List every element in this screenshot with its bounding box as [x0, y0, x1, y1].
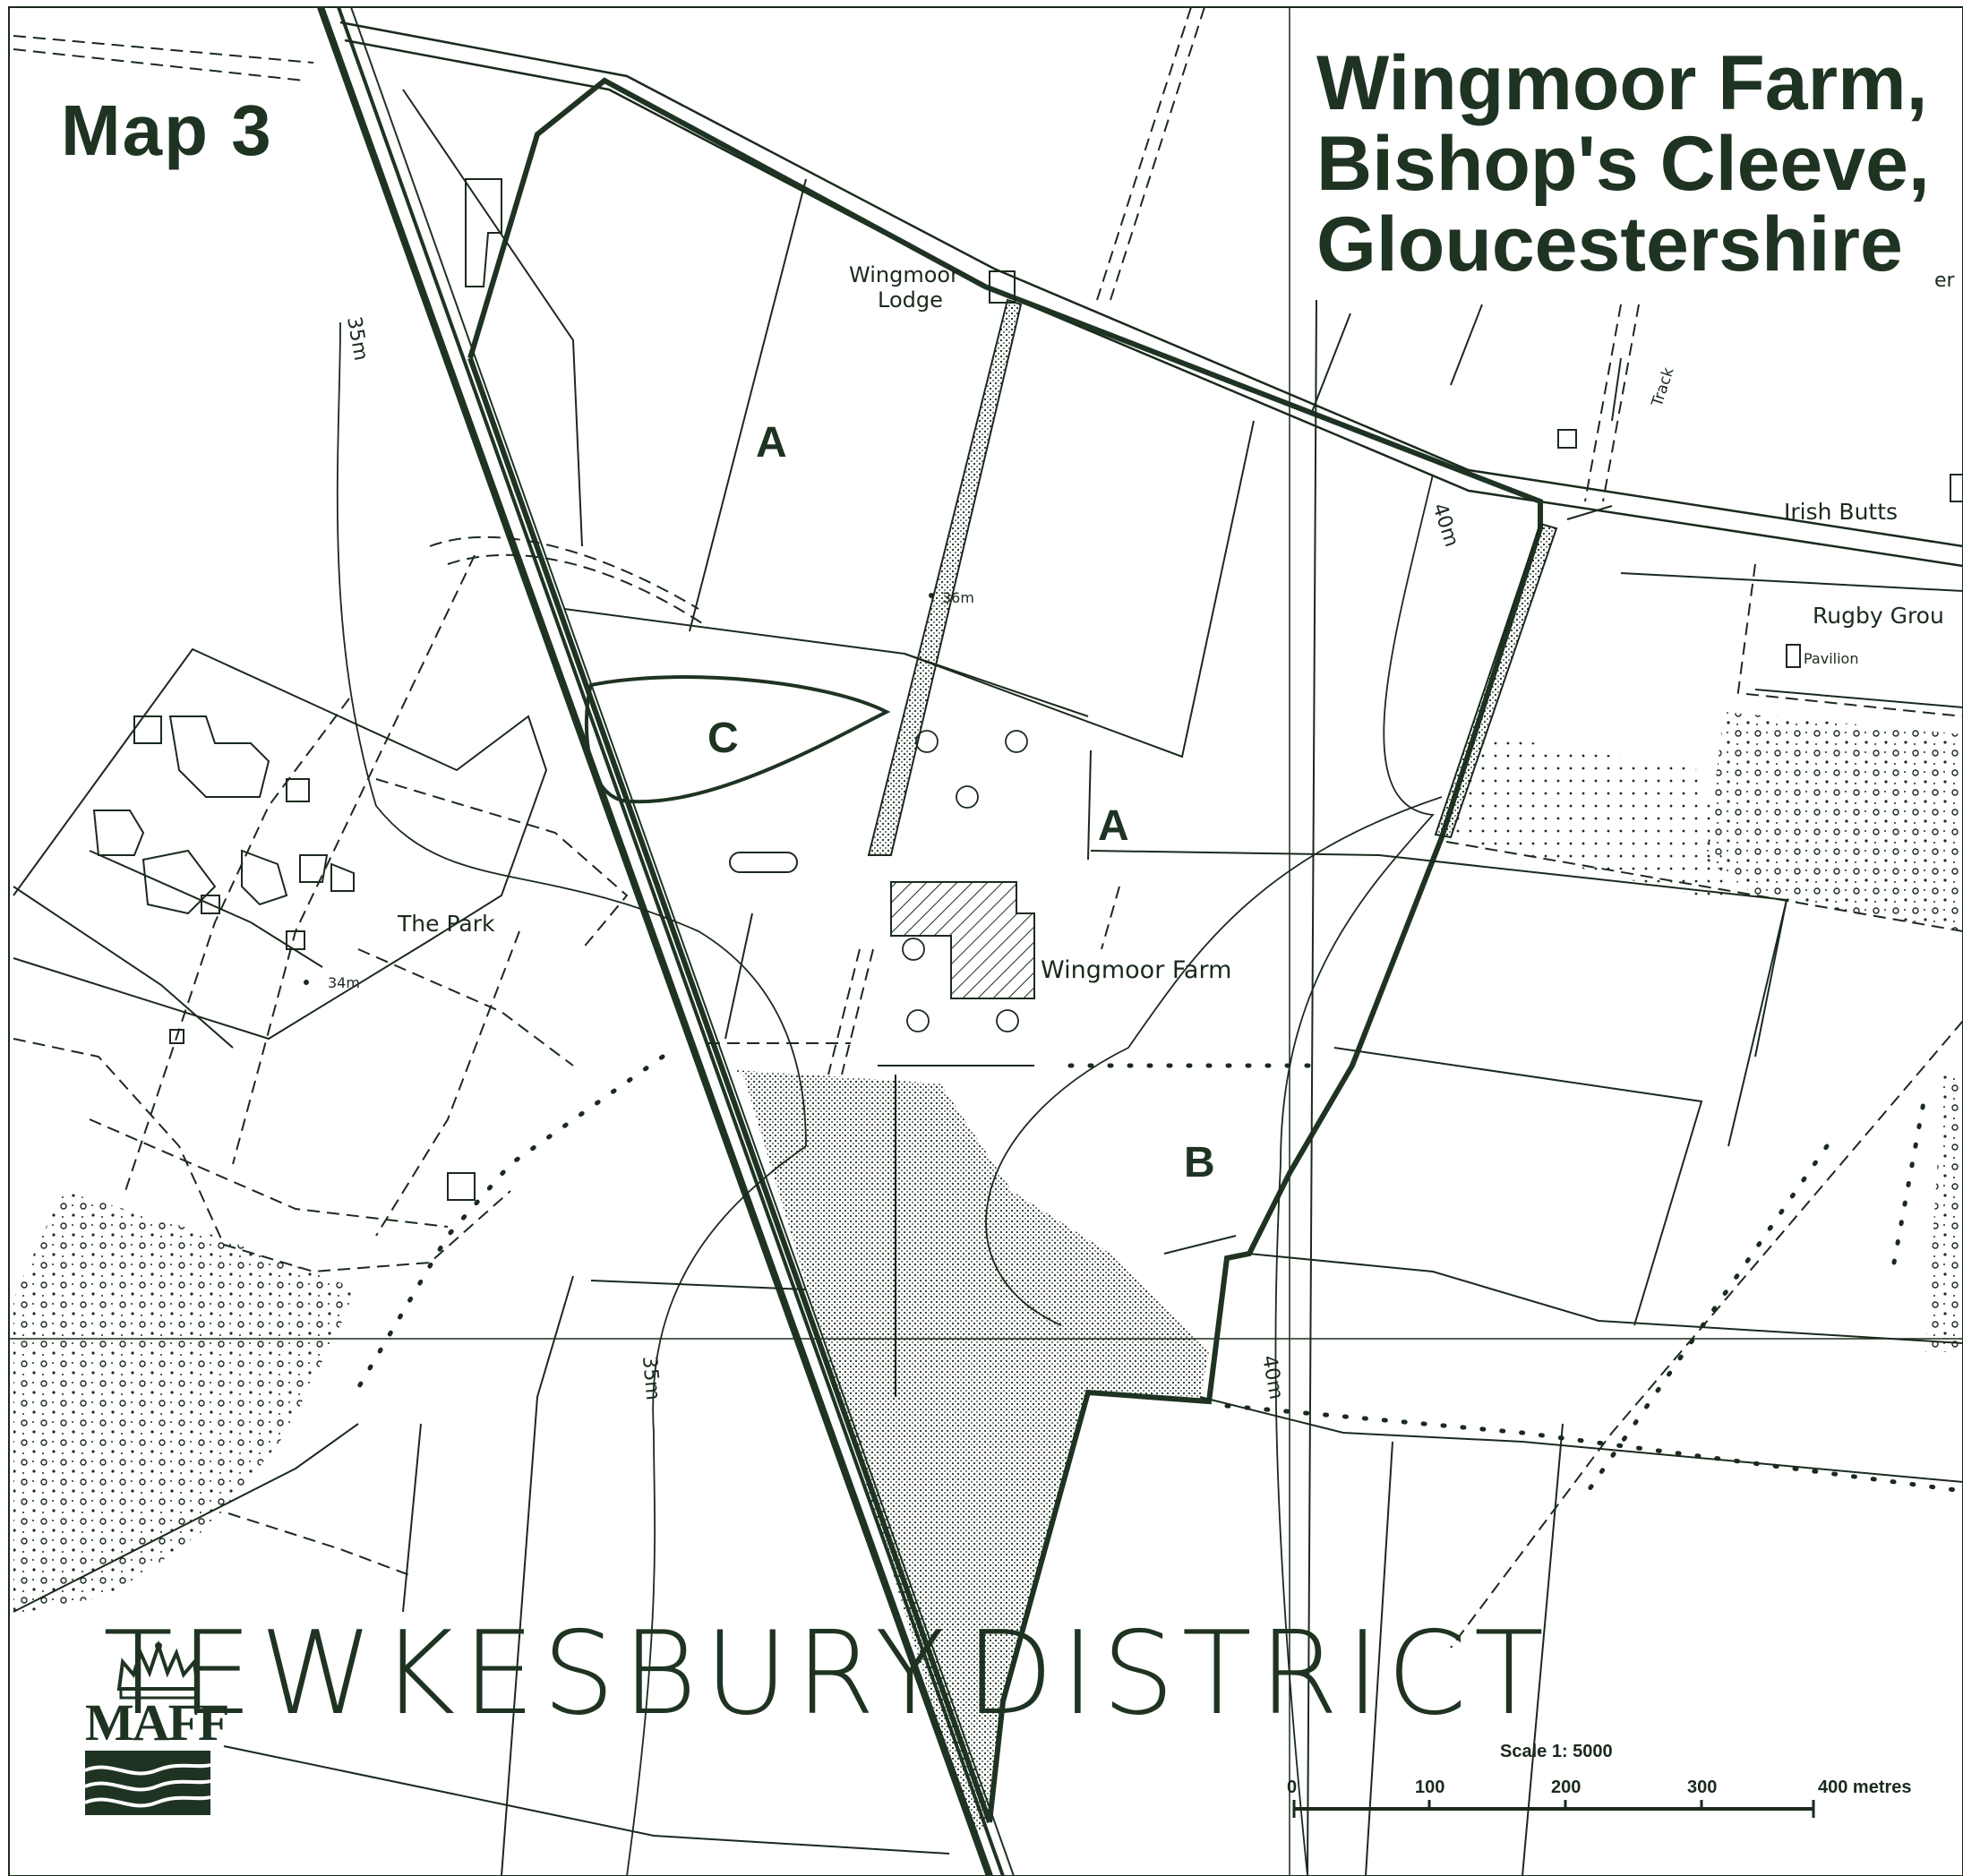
- label-rugby-ground: Rugby Grou: [1813, 603, 1944, 629]
- title-line-3: Gloucestershire: [1316, 201, 1903, 287]
- scale-tick-0: 0: [1287, 1777, 1298, 1797]
- label-track: Track: [1648, 365, 1677, 410]
- scale-tick-400: 400 metres: [1818, 1777, 1912, 1797]
- right-edge-stipple: [1925, 1075, 1963, 1352]
- scale-title: Scale 1: 5000: [1500, 1742, 1613, 1761]
- label-wingmoor-farm: Wingmoor Farm: [1041, 956, 1231, 984]
- scale-bar: [1292, 1800, 1815, 1818]
- contour-label-40m-top: 40m: [1427, 501, 1462, 550]
- spot-height-34m: 34m: [328, 974, 360, 991]
- woodland-stipple-left: [13, 1191, 358, 1612]
- scale-tick-300: 300: [1687, 1777, 1718, 1797]
- woodland-stipple-right: [1706, 712, 1963, 931]
- area-label-a-north: A: [756, 419, 787, 467]
- label-irish-butts: Irish Butts: [1784, 499, 1898, 525]
- label-pavilion: Pavilion: [1804, 650, 1858, 667]
- contour-label-35m-bottom: 35m: [638, 1355, 664, 1401]
- map-title: Wingmoor Farm, Bishop's Cleeve, Gloucest…: [1316, 43, 1930, 285]
- area-label-b: B: [1184, 1139, 1215, 1186]
- title-line-2: Bishop's Cleeve,: [1316, 121, 1930, 207]
- spot-height-36m: 36m: [942, 589, 974, 606]
- label-wingmoor-lodge-1: Wingmoor: [849, 262, 959, 287]
- contour-label-40m-bottom: 40m: [1257, 1354, 1287, 1401]
- farm-buildings-hatched: [890, 881, 1035, 999]
- area-label-c: C: [707, 715, 739, 762]
- district-name-left: TEWKESBURY: [103, 1607, 953, 1741]
- maff-logo-text: MAFF: [85, 1693, 229, 1752]
- label-the-park: The Park: [397, 911, 495, 937]
- scale-tick-100: 100: [1415, 1777, 1445, 1797]
- area-c-boundary: [584, 675, 891, 804]
- scale-tick-200: 200: [1551, 1777, 1582, 1797]
- restored-ground-stipple: [734, 1070, 1209, 1836]
- contour-label-35m-top: 35m: [342, 315, 372, 363]
- crown-icon: [116, 1640, 201, 1700]
- site-boundary: [467, 77, 1543, 1823]
- district-name-right: DISTRICT: [965, 1607, 1551, 1741]
- title-line-1: Wingmoor Farm,: [1316, 40, 1928, 126]
- area-label-a-east: A: [1098, 802, 1129, 850]
- label-edge-fragment: er: [1934, 270, 1956, 292]
- maff-waves-icon: [84, 1751, 211, 1815]
- sparse-stipple-right: [1451, 734, 1733, 904]
- label-wingmoor-lodge-2: Lodge: [878, 287, 943, 313]
- map-number: Map 3: [61, 90, 273, 170]
